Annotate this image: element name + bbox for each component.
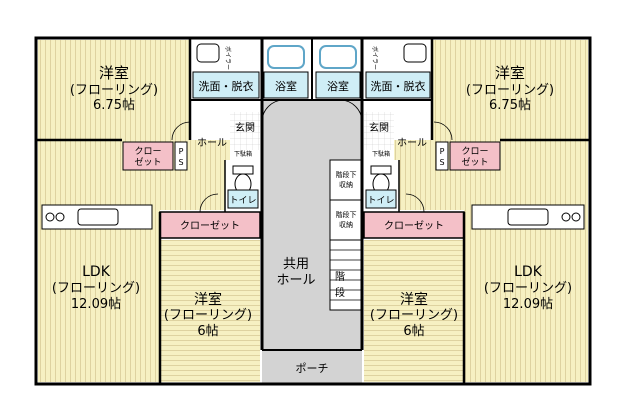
small-closet-left-label-2: ゼット [134,156,161,168]
western-room-b-right-label: 洋室 [400,291,428,308]
bath-left-label: 浴室 [275,79,297,93]
ldk-right [464,140,588,382]
closet-right [363,211,465,239]
washroom-label-bg-left [192,71,260,99]
bath-right-label: 浴室 [327,79,349,93]
western-room-b-left-area: 6帖 [197,324,218,339]
western-room-a-right-label: 洋室 [495,64,525,82]
toilet-label-bg-right [365,189,397,209]
bath-label-bg-left [263,71,309,99]
closet-left-label: クローゼット [180,220,240,232]
door-swings [171,99,453,213]
entrance-right [364,112,394,150]
small-closet-right [449,141,501,171]
western-room-a-left-area: 6.75帖 [93,98,135,113]
ldk-left-flooring: (フローリング) [52,281,140,296]
shoe-box-left-label: 下駄箱 [234,150,252,158]
closet-right-label: クローゼット [384,220,444,232]
washbasin-left [196,43,220,63]
porch-label: ポーチ [296,362,329,375]
western-room-b-right-area: 6帖 [403,324,424,339]
boiler-right-label: ボイラー [371,46,379,70]
right-unit [314,40,588,382]
small-closet-right-label-2: ゼット [461,156,488,168]
washroom-right-label: 洗面・脱衣 [371,79,426,93]
boiler-left-label: ボイラー [224,46,232,70]
shoe-box-right-label: 下駄箱 [372,150,390,158]
ps-right-p: P [440,147,445,156]
entrance-right-label: 玄関 [369,121,389,134]
western-room-b-left-flooring: (フローリング) [164,308,252,323]
ldk-right-area: 12.09帖 [503,297,553,312]
common-hall-label-2: ホール [276,273,315,288]
western-room-a-right [432,40,588,140]
hall-right-label: ホール [397,137,427,149]
small-closet-left [122,141,174,171]
bathtub-right [319,45,357,69]
toilet-label-bg-left [227,189,259,209]
western-room-b-left [160,240,260,382]
ldk-right-flooring: (フローリング) [484,281,572,296]
under-storage-lower-label-2: 収納 [339,220,353,229]
stairs-label-1: 階 [335,271,345,283]
ldk-left-area: 12.09帖 [71,297,121,312]
small-closet-left-label-1: クロー [134,146,161,157]
washroom-left-label: 洗面・脱衣 [199,79,254,93]
western-room-a-left-flooring: (フローリング) [70,83,158,98]
ps-right-s: S [439,158,444,167]
ldk-left-label: LDK [82,264,111,280]
under-storage-upper-label-1: 階段下 [336,170,357,179]
western-room-a-right-area: 6.75帖 [489,98,531,113]
porch [262,350,362,384]
bathtub-left [267,45,305,69]
western-room-b-right-flooring: (フローリング) [370,308,458,323]
small-closet-right-label-1: クロー [461,146,488,157]
common-hall-label-1: 共用 [283,257,309,272]
ps-left-p: P [179,147,184,156]
hall-left-label: ホール [197,137,227,149]
entrance-left [230,112,260,150]
stairs [329,239,363,311]
entrance-left-label: 玄関 [235,121,255,134]
left-unit [38,40,310,382]
ldk-right-label: LDK [514,264,543,280]
western-room-a-left [38,40,190,140]
western-room-b-right [364,240,464,382]
washroom-label-bg-right [365,71,431,99]
ps-right [435,141,449,171]
boiler-labels: ボイラー ボイラー [224,46,379,70]
western-room-a-right-flooring: (フローリング) [466,83,554,98]
toilet-right-label: トイレ [367,196,394,206]
ldk-left [38,140,160,382]
western-room-a-left-label: 洋室 [99,64,129,82]
washbasin-right [403,43,427,63]
walls [34,36,592,386]
under-storage-lower-label-1: 階段下 [336,210,357,219]
under-storage-upper-label-2: 収納 [339,180,353,189]
ps-left-s: S [178,158,183,167]
ps-left [174,141,188,171]
stairs-label-2: 段 [335,286,345,299]
bath-label-bg-right [315,71,361,99]
toilet-left-label: トイレ [229,196,256,206]
western-room-b-left-label: 洋室 [194,291,222,308]
